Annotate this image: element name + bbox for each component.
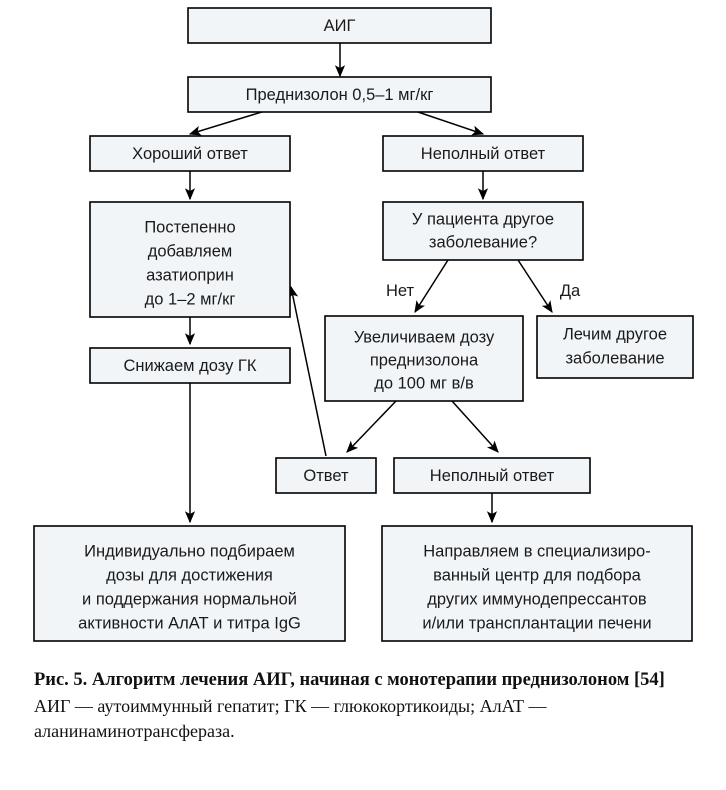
node-incomplete-response-2-box[interactable] — [393, 457, 591, 494]
node-refer-center-line-1: Направляем в специализиро- — [423, 542, 650, 560]
node-aig[interactable]: АИГ — [187, 7, 492, 44]
node-good-response-label: Хороший ответ — [132, 145, 248, 163]
node-incomplete-response-2[interactable]: Неполный ответ — [393, 457, 591, 494]
node-other-disease-question-box[interactable] — [382, 201, 584, 261]
edge-question-to-treat-other — [517, 259, 553, 314]
connectors — [184, 43, 553, 524]
edge-question-to-increase-dose — [414, 259, 449, 314]
edge-prednisolone-to-incomplete-response — [414, 110, 485, 136]
edge-label-yes: Да — [560, 282, 581, 300]
caption-abbreviations: АИГ — аутоиммунный гепатит; ГК — глюкоко… — [34, 696, 547, 741]
node-add-azathioprine-box[interactable] — [89, 201, 291, 318]
figure-caption: Рис. 5. Алгоритм лечения АИГ, начиная с … — [34, 668, 698, 743]
node-incomplete-response-2-label: Неполный ответ — [430, 467, 555, 485]
caption-title: Рис. 5. Алгоритм лечения АИГ, начиная с … — [34, 670, 665, 690]
node-treat-other-disease-line-1: Лечим другое — [563, 325, 667, 343]
node-aig-box[interactable] — [187, 7, 492, 44]
flowchart-canvas: Нет Да АИГ Преднизолон 0,5–1 мг/кг Хорош… — [33, 7, 694, 642]
node-treat-other-disease[interactable]: Лечим другое заболевание — [536, 315, 694, 379]
edge-label-no: Нет — [386, 282, 415, 300]
node-incomplete-response-label: Неполный ответ — [421, 145, 546, 163]
node-increase-dose-line-2: преднизолона — [370, 351, 479, 369]
edge-prednisolone-to-good-response — [188, 110, 266, 136]
node-response-label: Ответ — [303, 467, 349, 485]
node-refer-center-box[interactable] — [381, 525, 693, 642]
node-add-azathioprine[interactable]: Постепенно добавляем азатиоприн до 1–2 м… — [89, 201, 291, 318]
edge-response-to-azathioprine-loop — [288, 285, 327, 457]
node-increase-dose-line-3: до 100 мг в/в — [374, 374, 474, 392]
node-refer-center-line-2: ванный центр для подбора — [433, 566, 641, 584]
node-aig-label: АИГ — [324, 17, 356, 35]
node-prednisolone-label: Преднизолон 0,5–1 мг/кг — [246, 86, 434, 104]
node-treat-other-disease-line-2: заболевание — [565, 349, 664, 367]
edge-increase-dose-to-incomplete-response-2 — [451, 400, 499, 453]
node-individual-doses[interactable]: Индивидуально подбираем дозы для достиже… — [33, 525, 346, 642]
node-increase-dose-line-1: Увеличиваем дозу — [354, 328, 495, 346]
node-good-response[interactable]: Хороший ответ — [89, 135, 291, 172]
node-individual-doses-line-1: Индивидуально подбираем — [84, 542, 295, 560]
node-incomplete-response-box[interactable] — [382, 135, 584, 172]
node-prednisolone-box[interactable] — [187, 76, 492, 113]
node-treat-other-disease-box[interactable] — [536, 315, 694, 379]
node-refer-center[interactable]: Направляем в специализиро- ванный центр … — [381, 525, 693, 642]
node-other-disease-question-line-2: заболевание? — [429, 233, 537, 251]
node-other-disease-question-line-1: У пациента другое — [412, 210, 554, 228]
node-individual-doses-box[interactable] — [33, 525, 346, 642]
node-add-azathioprine-line-3: азатиоприн — [146, 266, 234, 284]
node-lower-gc-dose-label: Снижаем дозу ГК — [124, 357, 257, 375]
node-individual-doses-line-3: и поддержания нормальной — [82, 590, 297, 608]
node-individual-doses-line-2: дозы для достижения — [106, 566, 273, 584]
node-add-azathioprine-line-2: добавляем — [148, 242, 233, 260]
node-lower-gc-dose-box[interactable] — [89, 347, 291, 384]
node-add-azathioprine-line-1: Постепенно — [144, 218, 235, 236]
node-response[interactable]: Ответ — [275, 457, 377, 494]
node-other-disease-question[interactable]: У пациента другое заболевание? — [382, 201, 584, 261]
node-increase-dose[interactable]: Увеличиваем дозу преднизолона до 100 мг … — [324, 315, 524, 402]
node-lower-gc-dose[interactable]: Снижаем дозу ГК — [89, 347, 291, 384]
node-individual-doses-line-4: активности АлАТ и титра IgG — [78, 614, 301, 632]
node-add-azathioprine-line-4: до 1–2 мг/кг — [145, 290, 236, 308]
node-increase-dose-box[interactable] — [324, 315, 524, 402]
node-incomplete-response[interactable]: Неполный ответ — [382, 135, 584, 172]
node-response-box[interactable] — [275, 457, 377, 494]
node-prednisolone[interactable]: Преднизолон 0,5–1 мг/кг — [187, 76, 492, 113]
edge-increase-dose-to-response — [346, 400, 397, 453]
node-refer-center-line-4: и/или трансплантации печени — [422, 614, 651, 632]
node-good-response-box[interactable] — [89, 135, 291, 172]
node-refer-center-line-3: других иммунодепрессантов — [427, 590, 647, 608]
